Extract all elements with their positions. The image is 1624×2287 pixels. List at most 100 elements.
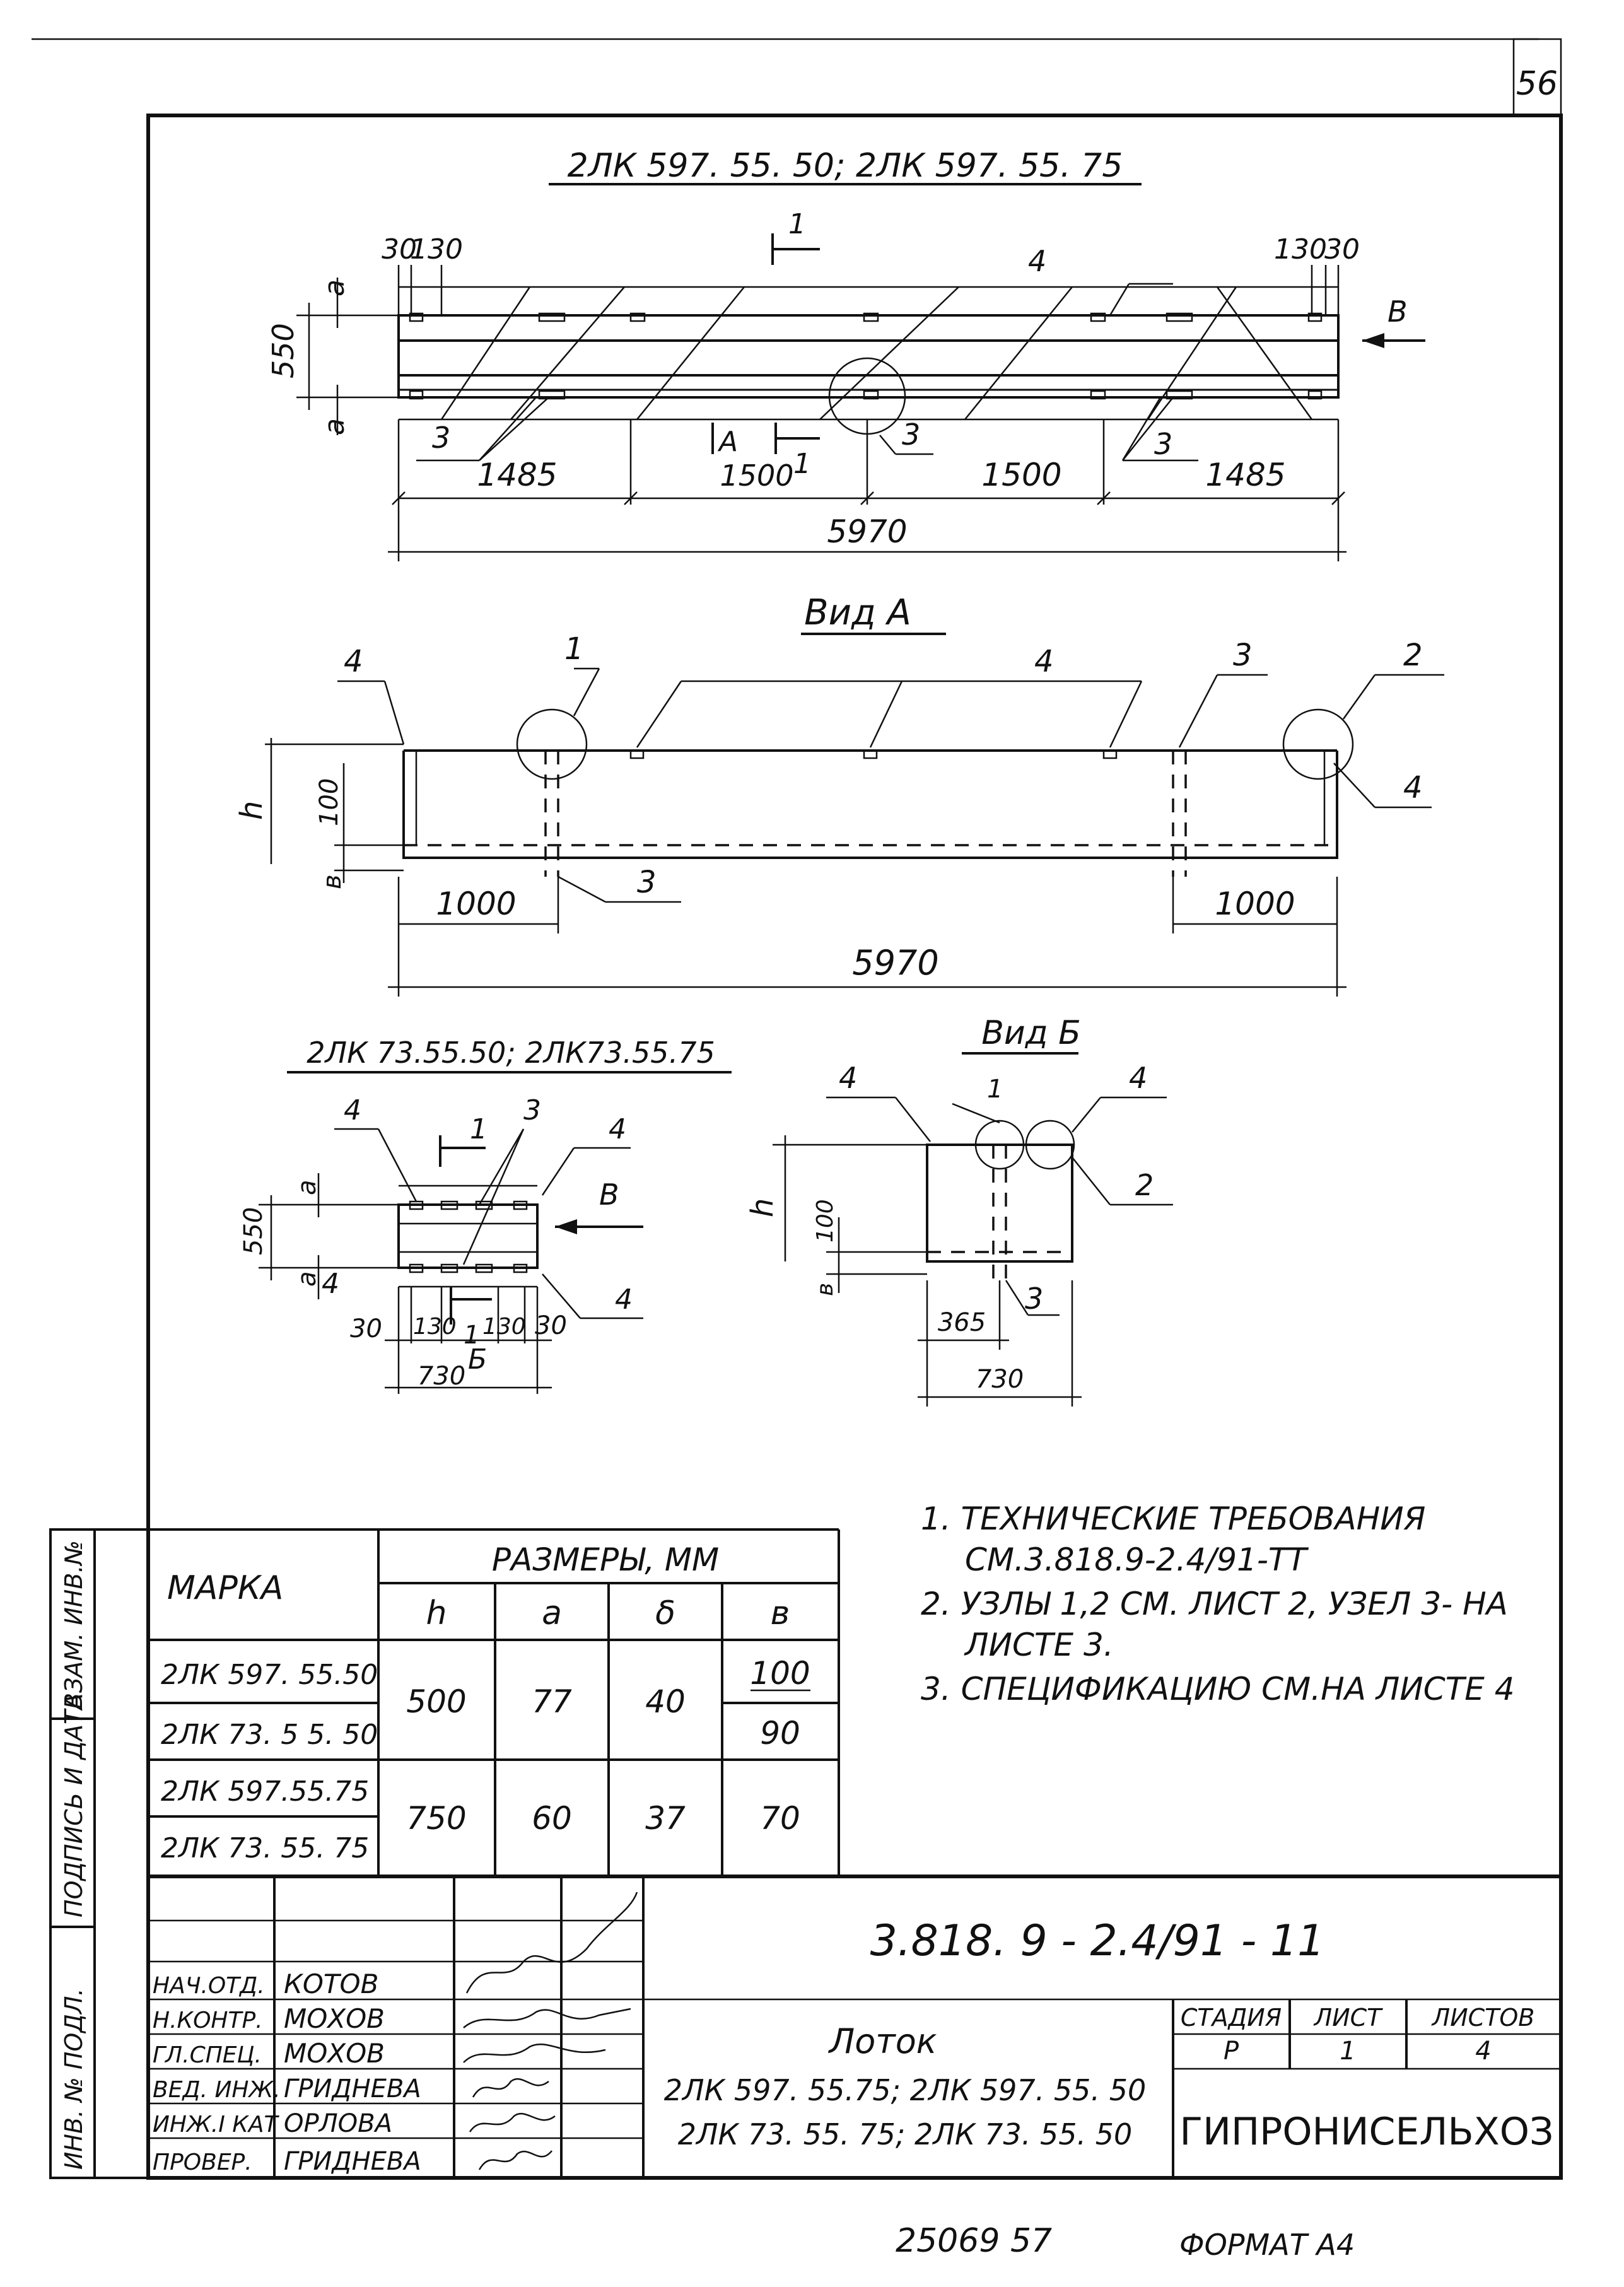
sp-dim-30-right: 30 xyxy=(535,1311,567,1340)
view-a: Вид А 4 1 4 xyxy=(234,592,1444,997)
g1-h: 500 xyxy=(406,1683,466,1720)
value-sheet: 1 xyxy=(1340,2037,1355,2066)
sp-callout-4-d: 4 xyxy=(615,1284,633,1316)
sp-section-1-bottom: 1 xyxy=(464,1321,479,1350)
sp-dim-730: 730 xyxy=(418,1362,465,1391)
note-1: 1. ТЕХНИЧЕСКИЕ ТРЕБОВАНИЯ xyxy=(921,1500,1425,1537)
node-2-circle xyxy=(1282,708,1354,780)
dim-a-top: a xyxy=(318,279,351,296)
arrow-b-label: B xyxy=(1387,295,1408,329)
view-b-title: Вид Б xyxy=(981,1014,1081,1052)
sp-callout-3: 3 xyxy=(523,1094,541,1126)
sp-dim-a-top: a xyxy=(293,1179,322,1195)
sp-dim-130-right: 130 xyxy=(482,1314,526,1340)
product-items-2: 2ЛК 73. 55. 75; 2ЛК 73. 55. 50 xyxy=(678,2117,1133,2151)
notches xyxy=(409,312,1323,400)
name-1: КОТОВ xyxy=(284,1968,378,1999)
signatures xyxy=(463,1892,638,2170)
g2-h: 750 xyxy=(406,1800,466,1837)
name-2: МОХОВ xyxy=(284,2003,385,2034)
name-5: ОРЛОВА xyxy=(284,2109,392,2138)
name-4: ГРИДНЕВА xyxy=(284,2074,421,2103)
note-3: 3. СПЕЦИФИКАЦИЮ СМ.НА ЛИСТЕ 4 xyxy=(921,1671,1515,1707)
side-vzam-inv: ВЗАМ. ИНВ.№ xyxy=(60,1540,88,1709)
side-inv-podl: ИНВ. № ПОДЛ. xyxy=(60,1988,88,2170)
sp-dim-550: 550 xyxy=(239,1207,268,1255)
sp-callout-4-c: 4 xyxy=(322,1268,339,1300)
title-block: 3.818. 9 - 2.4/91 - 11 Лоток 2ЛК 597. 55… xyxy=(148,1875,1561,2178)
g2-a: 60 xyxy=(532,1800,572,1837)
span-1485-left: 1485 xyxy=(477,457,557,493)
sp-dim-130-left: 130 xyxy=(413,1314,457,1340)
small-plan-title: 2ЛК 73.55.50; 2ЛК73.55.75 xyxy=(307,1036,715,1070)
view-b-node-2 xyxy=(1025,1120,1075,1170)
mark-1: 2ЛК 597. 55.50 xyxy=(161,1659,378,1691)
side-strip: ИНВ. № ПОДЛ. ПОДПИСЬ И ДАТА ВЗАМ. ИНВ.№ xyxy=(49,1528,149,2179)
view-b-body xyxy=(926,1144,1073,1263)
section-1-bottom: 1 xyxy=(793,448,811,480)
page-number-box xyxy=(1512,38,1562,117)
span-1485-right: 1485 xyxy=(1205,457,1285,493)
view-b-node-1 xyxy=(974,1120,1025,1170)
dim-a-bottom: a xyxy=(318,418,351,435)
view-a-callout-4-left: 4 xyxy=(344,644,363,679)
role-1: НАЧ.ОТД. xyxy=(153,1973,265,1999)
th-h: h xyxy=(426,1594,447,1632)
sp-callout-4-a: 4 xyxy=(344,1094,361,1126)
callout-3-center: 3 xyxy=(902,418,920,452)
page-number: 56 xyxy=(1516,65,1558,103)
view-a-notches xyxy=(629,749,1118,759)
organization: ГИПРОНИСЕЛЬХОЗ xyxy=(1180,2110,1554,2154)
dim-550: 550 xyxy=(266,323,300,378)
view-b: Вид Б 4 1 4 2 3 h 100 в xyxy=(745,1014,1173,1407)
sp-callout-4-b: 4 xyxy=(609,1113,626,1145)
value-stage: Р xyxy=(1224,2037,1239,2066)
vb-callout-2: 2 xyxy=(1135,1168,1154,1202)
view-mark-a: A xyxy=(717,426,738,458)
rib-hatching xyxy=(440,286,1313,420)
role-2: Н.КОНТР. xyxy=(153,2008,263,2033)
span-1500-left: 1500 xyxy=(720,459,793,493)
footer-numbers: 25069 57 xyxy=(896,2222,1052,2260)
value-sheets: 4 xyxy=(1475,2037,1491,2066)
signature-2 xyxy=(463,2008,631,2028)
tray-body-outline xyxy=(397,314,1340,391)
view-a-callout-1: 1 xyxy=(564,631,584,667)
note-2-cont: ЛИСТЕ 3. xyxy=(964,1627,1114,1663)
small-plan-view: 2ЛК 73.55.50; 2ЛК73.55.75 4 1 3 4 4 4 xyxy=(239,1036,732,1394)
callout-4-top: 4 xyxy=(1028,244,1046,278)
vb-callout-1: 1 xyxy=(987,1075,1003,1104)
dim-130-left: 130 xyxy=(410,233,463,266)
table-group-header: РАЗМЕРЫ, ММ xyxy=(492,1541,719,1578)
signature-4 xyxy=(472,2078,549,2098)
top-plan-view: 2ЛК 597. 55. 50; 2ЛК 597. 55. 75 xyxy=(266,147,1425,561)
vb-b: в xyxy=(812,1283,838,1296)
total-5970-top: 5970 xyxy=(827,513,907,550)
signature-6 xyxy=(478,2150,552,2170)
view-a-callout-4-right: 4 xyxy=(1403,770,1423,805)
side-podpis-data: ПОДПИСЬ И ДАТА xyxy=(60,1693,88,1917)
mark-3: 2ЛК 597.55.75 xyxy=(161,1775,369,1808)
doc-code: 3.818. 9 - 2.4/91 - 11 xyxy=(870,1916,1325,1966)
label-stadiya: СТАДИЯ xyxy=(1181,2004,1282,2032)
product-items-1: 2ЛК 597. 55.75; 2ЛК 597. 55. 50 xyxy=(664,2073,1146,2107)
view-a-dim-1000-right: 1000 xyxy=(1215,886,1295,922)
vb-dim-730: 730 xyxy=(976,1365,1024,1394)
dim-130-right: 130 xyxy=(1274,233,1327,266)
th-v: в xyxy=(771,1594,790,1632)
drawing-frame xyxy=(146,114,1563,2180)
small-plan-body xyxy=(397,1203,539,1269)
dim-30-right: 30 xyxy=(1324,233,1360,266)
g1-v1: 100 xyxy=(750,1655,810,1692)
view-a-title: Вид А xyxy=(804,592,911,633)
product-name: Лоток xyxy=(828,2021,937,2061)
role-5: ИНЖ.I КАТ xyxy=(153,2112,279,2138)
dim-30-left: 30 xyxy=(382,233,417,266)
sp-view-b-mark: Б xyxy=(468,1343,487,1376)
view-a-callout-2: 2 xyxy=(1403,638,1423,673)
view-a-100: 100 xyxy=(315,778,344,826)
g1-a: 77 xyxy=(532,1683,572,1720)
signature-3 xyxy=(463,2043,606,2063)
sp-arrow-b: В xyxy=(599,1178,619,1212)
